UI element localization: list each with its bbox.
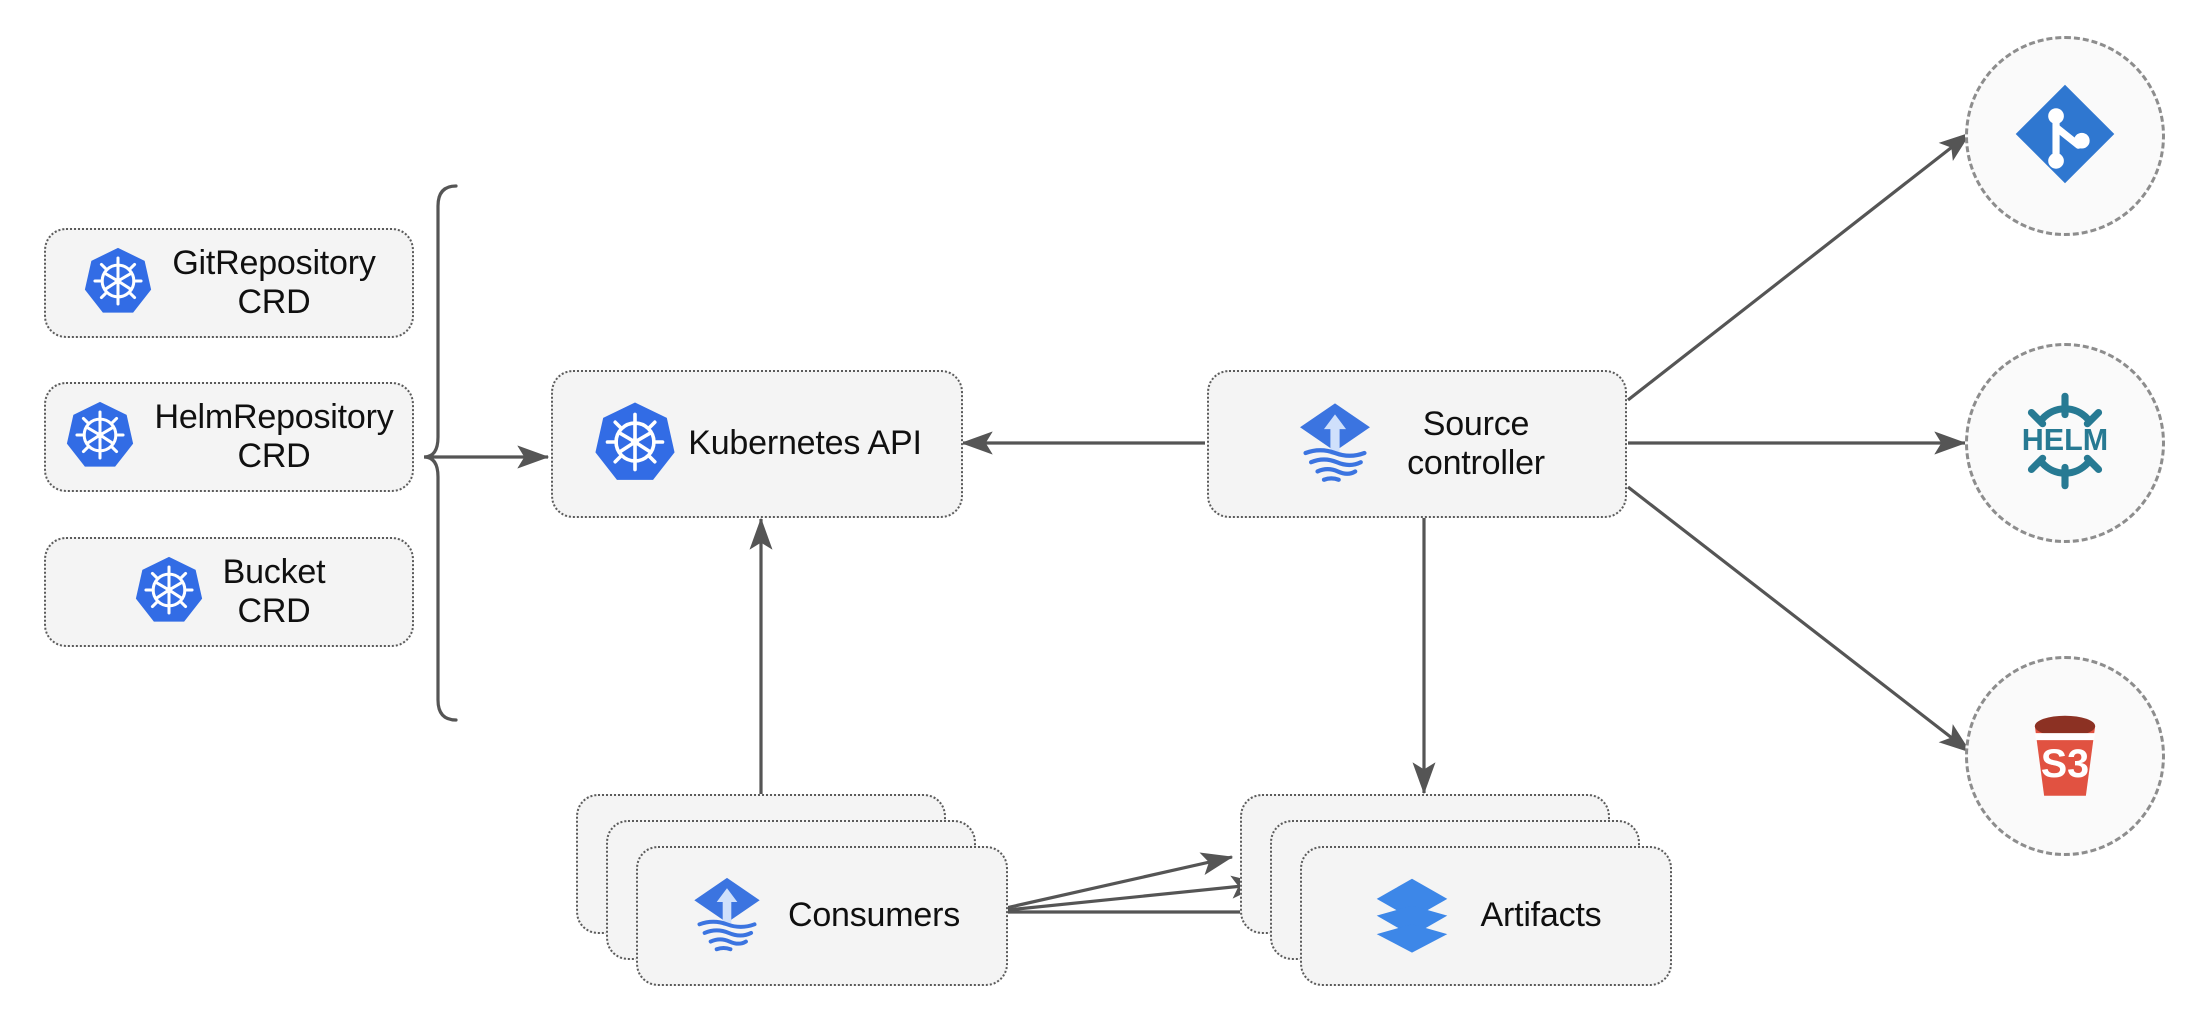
helmrepository-crd-card[interactable]: HelmRepository CRD	[44, 382, 414, 492]
kubernetes-icon	[592, 399, 678, 490]
gitrepository-crd-card[interactable]: GitRepository CRD	[44, 228, 414, 338]
flux-icon	[1289, 396, 1381, 493]
source-controller-label: Source controller	[1407, 404, 1545, 482]
bucket-crd-card[interactable]: Bucket CRD	[44, 537, 414, 647]
consumers-node[interactable]: Consumers	[636, 846, 1008, 986]
bucket-crd-label: Bucket CRD	[222, 552, 326, 630]
helm-icon: HELM	[2004, 380, 2126, 507]
git-source-node[interactable]	[1965, 36, 2165, 236]
kubernetes-icon	[64, 399, 136, 476]
kubernetes-api-node[interactable]: Kubernetes API	[551, 370, 963, 518]
helm-source-node[interactable]: HELM	[1965, 343, 2165, 543]
kubernetes-icon	[82, 245, 154, 322]
git-icon	[2009, 78, 2121, 195]
kubernetes-api-label: Kubernetes API	[688, 424, 922, 463]
edge-consumers-to-artifacts-1	[987, 852, 1234, 914]
edge-source-to-s3	[1627, 485, 1972, 754]
helmrepository-crd-label: HelmRepository CRD	[154, 397, 394, 475]
layers-icon	[1370, 872, 1454, 961]
consumers-stack: Consumers	[576, 794, 1016, 994]
edge-source-to-git	[1627, 131, 1972, 402]
crd-group-brace	[423, 184, 458, 722]
edge-consumers-to-artifacts-2	[987, 875, 1264, 914]
artifacts-stack: Artifacts	[1240, 794, 1680, 994]
kubernetes-icon	[133, 554, 205, 631]
artifacts-label: Artifacts	[1480, 896, 1602, 935]
source-controller-node[interactable]: Source controller	[1207, 370, 1627, 518]
s3-wordmark: S3	[2041, 742, 2089, 786]
gitrepository-crd-label: GitRepository CRD	[172, 243, 376, 321]
helm-wordmark: HELM	[2022, 423, 2108, 457]
consumers-label: Consumers	[787, 896, 961, 935]
artifacts-node[interactable]: Artifacts	[1300, 846, 1672, 986]
s3-icon: S3	[2007, 696, 2123, 817]
s3-source-node[interactable]: S3	[1965, 656, 2165, 856]
flux-icon	[684, 871, 770, 962]
